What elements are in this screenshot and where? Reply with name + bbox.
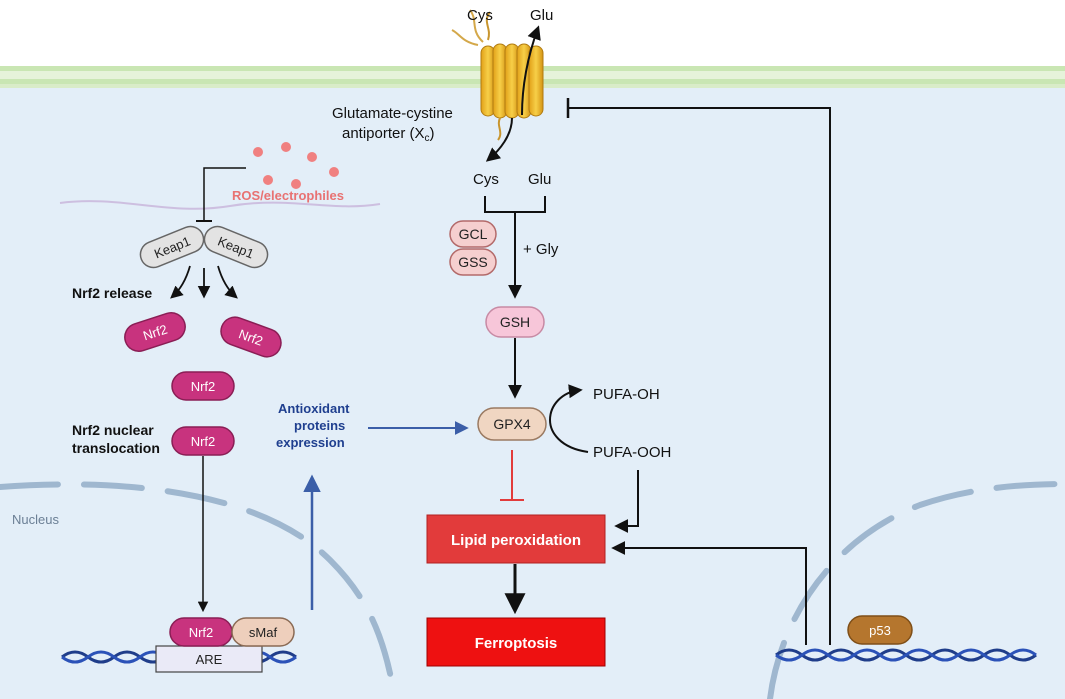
gpx4-inhibits-lipid-peroxidation xyxy=(500,450,524,501)
svg-text:sMaf: sMaf xyxy=(249,625,278,640)
ros-inhibits-keap1-line xyxy=(203,167,246,220)
pufa-conversion-arrow xyxy=(548,384,589,453)
dna-strand-right xyxy=(775,648,1037,662)
glu-extracellular-label: Glu xyxy=(530,7,553,24)
nrf2-node-translocating: Nrf2 xyxy=(171,426,235,456)
glu-intracellular-label: Glu xyxy=(528,171,551,188)
cys-import-arrow xyxy=(485,117,513,162)
are-element: ARE xyxy=(155,645,263,673)
nrf2-release-arrow-left xyxy=(170,265,191,299)
svg-text:Nrf2: Nrf2 xyxy=(141,322,169,344)
p53-inhibits-antiporter-line xyxy=(568,107,831,645)
svg-text:GPX4: GPX4 xyxy=(493,416,531,432)
gpx4-node: GPX4 xyxy=(477,407,547,441)
gss-node: GSS xyxy=(449,248,497,276)
nucleus-label: Nucleus xyxy=(12,512,59,527)
antioxidant-label-3: expression xyxy=(276,435,345,450)
antioxidant-label-2: proteins xyxy=(294,418,345,433)
pufa-ooh-to-lipid-arrow xyxy=(614,470,639,533)
svg-text:Lipid peroxidation: Lipid peroxidation xyxy=(451,532,581,549)
cys-extracellular-label: Cys xyxy=(467,7,493,24)
svg-text:ARE: ARE xyxy=(196,652,223,667)
nrf2-node-tilted-left: Nrf2 xyxy=(124,311,186,353)
p53-node: p53 xyxy=(847,615,913,645)
nrf2-translocation-label-1: Nrf2 nuclear xyxy=(72,422,154,438)
antiporter-label-line2: antiporter (Xc) xyxy=(342,125,435,144)
ros-label: ROS/electrophiles xyxy=(232,188,344,203)
pufa-oh-label: PUFA-OH xyxy=(593,386,660,403)
nrf2-release-label: Nrf2 release xyxy=(72,285,152,301)
svg-text:GSH: GSH xyxy=(500,314,530,330)
ros-dots xyxy=(253,142,339,189)
gly-label: + Gly xyxy=(523,241,559,258)
antiporter-label-line1: Glutamate-cystine xyxy=(332,105,453,122)
nrf2-release-arrow-right xyxy=(217,265,238,299)
lipid-peroxidation-box: Lipid peroxidation xyxy=(426,514,606,564)
svg-text:Ferroptosis: Ferroptosis xyxy=(475,635,558,652)
svg-text:Nrf2: Nrf2 xyxy=(189,625,214,640)
svg-text:p53: p53 xyxy=(869,623,891,638)
glu-export-arrow xyxy=(521,25,541,116)
nuclear-envelope xyxy=(0,481,1065,699)
antiporter-channel xyxy=(451,9,544,141)
gsh-node: GSH xyxy=(485,306,545,338)
pufa-ooh-label: PUFA-OOH xyxy=(593,444,671,461)
nrf2-node-center: Nrf2 xyxy=(171,371,235,401)
nrf2-translocation-label-2: translocation xyxy=(72,440,160,456)
ferroptosis-box: Ferroptosis xyxy=(426,617,606,667)
smaf-node: sMaf xyxy=(231,617,295,647)
cys-intracellular-label: Cys xyxy=(473,171,499,188)
svg-text:Nrf2: Nrf2 xyxy=(191,434,216,449)
keap1-anchor-line xyxy=(59,200,381,210)
svg-text:GCL: GCL xyxy=(459,226,488,242)
p53-to-lipid-arrow xyxy=(611,541,807,645)
svg-text:GSS: GSS xyxy=(458,254,488,270)
gcl-node: GCL xyxy=(449,220,497,248)
antioxidant-label-1: Antioxidant xyxy=(278,401,350,416)
nrf2-node-tilted-right: Nrf2 xyxy=(220,316,282,358)
nrf2-bound-node: Nrf2 xyxy=(169,617,233,647)
svg-text:Nrf2: Nrf2 xyxy=(191,379,216,394)
